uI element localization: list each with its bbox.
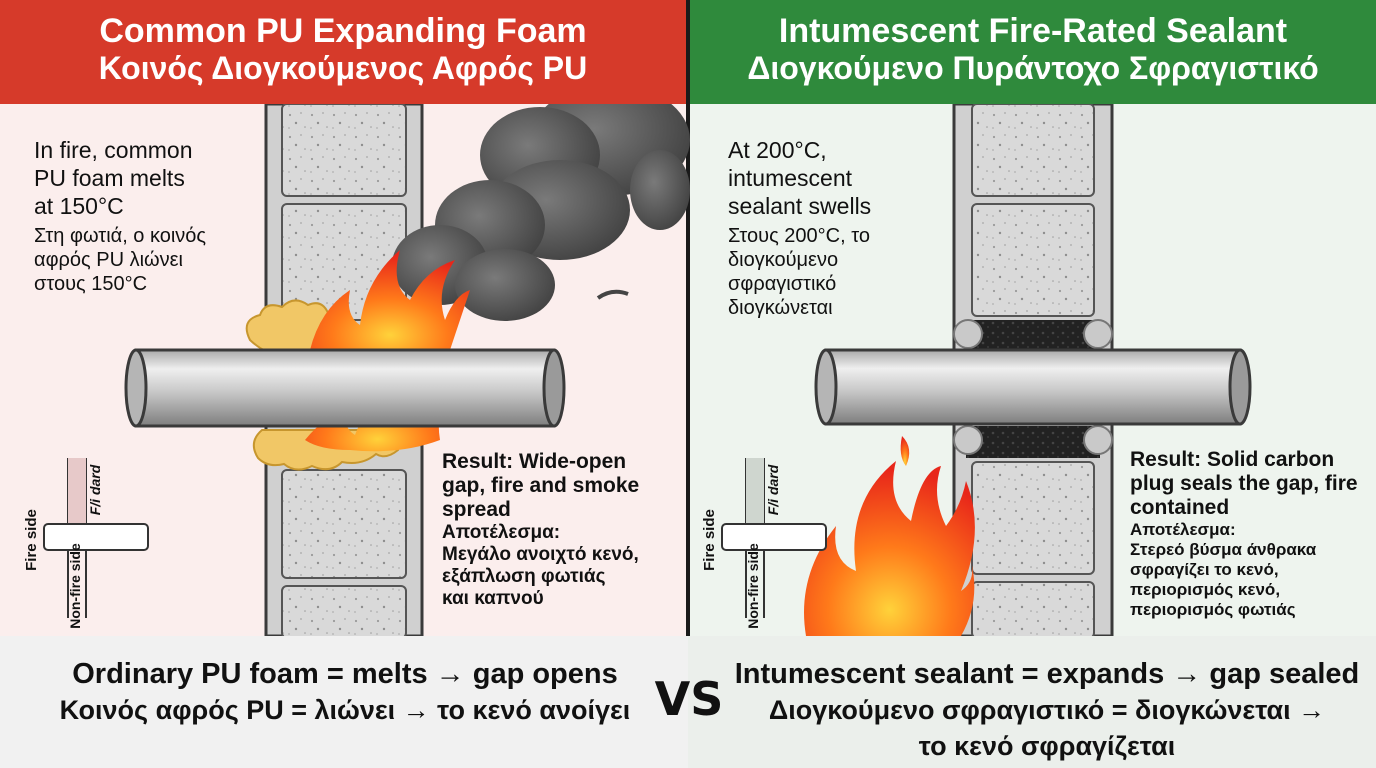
left-note-en: In fire, common PU foam melts at 150°C bbox=[34, 136, 264, 220]
right-title-en: Intumescent Fire-Rated Sealant bbox=[778, 12, 1288, 50]
right-result-gr-line: περιορισμός κενό, bbox=[1130, 580, 1281, 599]
footer-right-gr2: το κενό σφραγίζεται bbox=[918, 731, 1176, 761]
vs-label: VS bbox=[654, 672, 724, 726]
right-inset-fire-side-label: Fire side bbox=[701, 509, 718, 571]
right-result-en-line: contained bbox=[1130, 496, 1230, 519]
left-inset-nonfire-label: Non-fire side bbox=[67, 543, 83, 629]
right-result-gr-line: σφραγίζει το κενό, bbox=[1130, 560, 1279, 579]
footer-right-bg bbox=[688, 636, 1376, 768]
footer-left-bg bbox=[0, 636, 688, 768]
right-result-gr-line: Στερεό βύσμα άνθρακα bbox=[1130, 540, 1317, 559]
left-note-en-line: at 150°C bbox=[34, 193, 124, 219]
left-note-gr-line: αφρός PU λιώνει bbox=[34, 249, 183, 271]
right-inset-nonfire-label: Non-fire side bbox=[745, 543, 761, 629]
footer-left-gr: Κοινός αφρός PU = λιώνει → το κενό ανοίγ… bbox=[59, 695, 631, 725]
right-result-gr: Αποτέλεσμα: Στερεό βύσμα άνθρακα σφραγίζ… bbox=[1130, 520, 1372, 620]
right-result-en: Result: Solid carbon plug seals the gap,… bbox=[1130, 448, 1372, 520]
smoke-cloud bbox=[392, 84, 690, 321]
left-inset-diagram bbox=[43, 458, 149, 618]
left-note-en-line: PU foam melts bbox=[34, 165, 185, 191]
left-result-en: Result: Wide-open gap, fire and smoke sp… bbox=[442, 450, 682, 522]
right-pipe bbox=[814, 348, 1252, 426]
left-note-gr-line: στους 150°C bbox=[34, 273, 148, 295]
footer-right-gr: Διογκούμενο σφραγιστικό = διογκώνεται → bbox=[768, 695, 1326, 725]
left-title-gr: Κοινός Διογκούμενος Αφρός PU bbox=[98, 50, 588, 86]
right-result-en-line: plug seals the gap, fire bbox=[1130, 472, 1358, 495]
left-result-gr-line: εξάπλωση φωτιάς bbox=[442, 566, 606, 587]
right-note-gr-line: διογκούμενο bbox=[728, 249, 839, 271]
left-note-en-line: In fire, common bbox=[34, 137, 193, 163]
left-note-gr: Στη φωτιά, ο κοινός αφρός PU λιώνει στου… bbox=[34, 224, 264, 296]
left-result: Result: Wide-open gap, fire and smoke sp… bbox=[442, 450, 682, 610]
right-header: Intumescent Fire-Rated Sealant Διογκούμε… bbox=[690, 0, 1376, 104]
right-note-gr-line: διογκώνεται bbox=[728, 297, 833, 319]
right-result-gr-line: Αποτέλεσμα: bbox=[1130, 520, 1236, 539]
left-inset-fire-side-label: Fire side bbox=[23, 509, 40, 571]
right-note-gr-line: Στους 200°C, το bbox=[728, 225, 870, 247]
left-result-gr-line: και καπνού bbox=[442, 588, 544, 609]
right-result-en-line: Result: Solid carbon bbox=[1130, 448, 1335, 471]
left-result-en-line: gap, fire and smoke bbox=[442, 474, 640, 497]
right-inset-diagram bbox=[721, 458, 827, 618]
right-flames bbox=[804, 436, 975, 636]
footer-left-en: Ordinary PU foam = melts → gap opens bbox=[72, 658, 618, 690]
left-result-gr-line: Μεγάλο ανοιχτό κενό, bbox=[442, 544, 639, 565]
left-note-gr-line: Στη φωτιά, ο κοινός bbox=[34, 225, 207, 247]
left-note: In fire, common PU foam melts at 150°C Σ… bbox=[34, 136, 264, 296]
right-note: At 200°C, intumescent sealant swells Στο… bbox=[728, 136, 948, 320]
right-result-gr-line: περιορισμός φωτιάς bbox=[1130, 600, 1296, 619]
left-header: Common PU Expanding Foam Κοινός Διογκούμ… bbox=[0, 0, 686, 104]
right-result: Result: Solid carbon plug seals the gap,… bbox=[1130, 448, 1372, 620]
left-result-gr: Αποτέλεσμα: Μεγάλο ανοιχτό κενό, εξάπλωσ… bbox=[442, 522, 682, 610]
right-note-gr: Στους 200°C, το διογκούμενο σφραγιστικό … bbox=[728, 224, 948, 320]
center-divider bbox=[686, 0, 690, 636]
left-inset-fidard-label: F/i dard bbox=[87, 464, 103, 515]
right-inset-fidard-label: F/i dard bbox=[765, 464, 781, 515]
right-note-en: At 200°C, intumescent sealant swells bbox=[728, 136, 948, 220]
left-result-gr-line: Αποτέλεσμα: bbox=[442, 522, 561, 543]
footer-right-en: Intumescent sealant = expands → gap seal… bbox=[734, 658, 1360, 690]
right-note-en-line: At 200°C, bbox=[728, 137, 827, 163]
left-result-en-line: spread bbox=[442, 498, 511, 521]
right-note-en-line: sealant swells bbox=[728, 193, 872, 219]
right-note-gr-line: σφραγιστικό bbox=[728, 273, 837, 295]
left-pipe bbox=[124, 348, 566, 428]
footer-left-text: Ordinary PU foam = melts → gap opens Κοι… bbox=[0, 656, 690, 728]
right-title-gr: Διογκούμενο Πυράντοχο Σφραγιστικό bbox=[747, 50, 1319, 86]
left-result-en-line: Result: Wide-open bbox=[442, 450, 627, 473]
left-title-en: Common PU Expanding Foam bbox=[99, 12, 587, 50]
footer-right-text: Intumescent sealant = expands → gap seal… bbox=[718, 656, 1376, 764]
right-note-en-line: intumescent bbox=[728, 165, 853, 191]
